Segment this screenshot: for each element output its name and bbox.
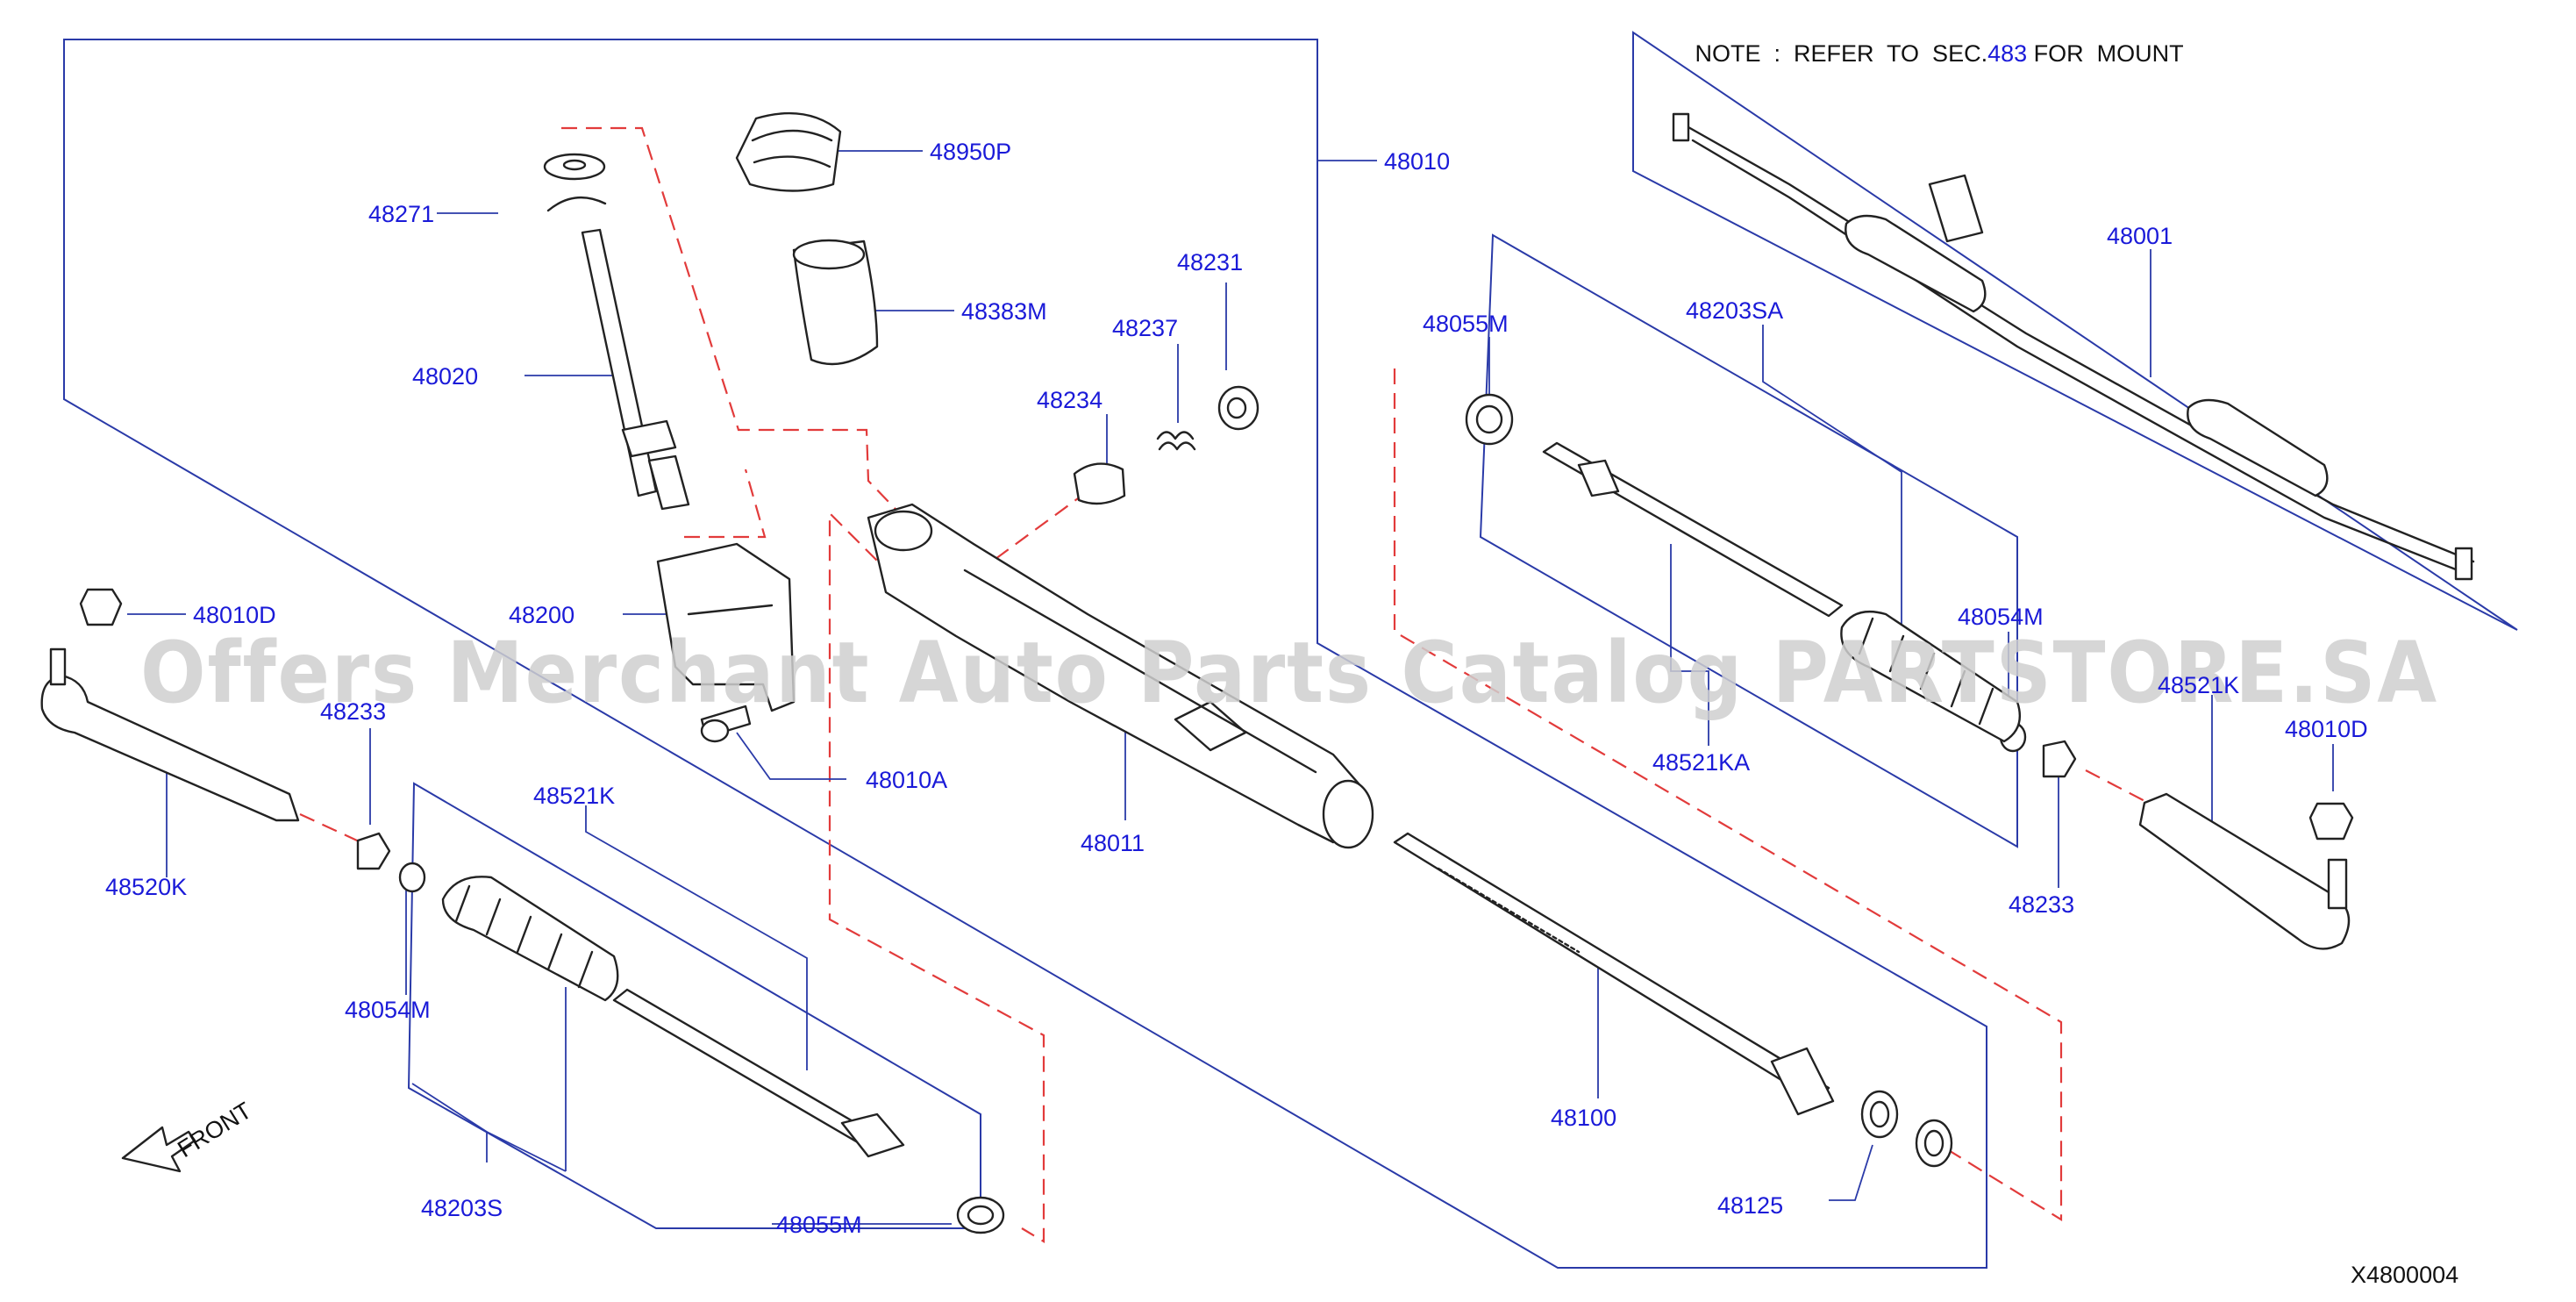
nut-48233-left (356, 832, 391, 870)
boot-48203SA (1840, 610, 2022, 743)
mount-note-section-link[interactable]: 483 (1987, 40, 2027, 67)
label-48521K-left[interactable]: 48521K (533, 783, 615, 809)
leader-48203SA (1762, 325, 1902, 632)
inner-tie-rod-right (1542, 441, 1844, 618)
label-48231[interactable]: 48231 (1177, 249, 1243, 275)
tie-rod-end-48520K (40, 647, 300, 822)
clamp-48054M-left (398, 862, 426, 893)
label-48125[interactable]: 48125 (1717, 1192, 1783, 1219)
label-48011[interactable]: 48011 (1081, 830, 1145, 856)
plug-48231 (1217, 385, 1259, 431)
label-48010D-left[interactable]: 48010D (193, 602, 276, 628)
label-48234[interactable]: 48234 (1037, 387, 1102, 413)
label-48203SA[interactable]: 48203SA (1686, 297, 1783, 324)
label-48383M[interactable]: 48383M (961, 298, 1047, 325)
leader-48521KA (1670, 544, 1709, 746)
tie-rod-end-right (2138, 792, 2351, 950)
label-48010[interactable]: 48010 (1384, 148, 1450, 175)
label-48233-right[interactable]: 48233 (2009, 891, 2074, 918)
label-48055M-left[interactable]: 48055M (776, 1212, 862, 1238)
drawing-id: X4800004 (2351, 1262, 2458, 1288)
main-assembly-frame (63, 39, 1987, 1269)
bracket-48200 (656, 542, 796, 712)
clamp-48055M-right (1465, 393, 1514, 446)
leader-48521K-l (585, 805, 808, 1070)
clamp-48055M-left (956, 1196, 1005, 1234)
label-48020[interactable]: 48020 (412, 363, 478, 390)
bushing-48125 (1860, 1090, 1953, 1168)
retainer-48234 (1073, 462, 1126, 505)
dashed-line-right (1393, 368, 2063, 1221)
label-48010A[interactable]: 48010A (866, 767, 947, 793)
pinion-shaft-48020 (581, 228, 690, 511)
seal-48383M (792, 239, 879, 366)
mount-note-prefix: NOTE : REFER TO SEC. (1695, 40, 1988, 67)
leader-48010A (736, 732, 846, 780)
label-48001[interactable]: 48001 (2107, 223, 2173, 249)
label-48054M-left[interactable]: 48054M (345, 997, 431, 1023)
label-48203S[interactable]: 48203S (421, 1195, 503, 1221)
housing-48011 (867, 503, 1374, 849)
label-48055M-right[interactable]: 48055M (1423, 311, 1509, 337)
label-48010D-right[interactable]: 48010D (2285, 716, 2368, 742)
nut-48233-right (2042, 740, 2077, 778)
label-48200[interactable]: 48200 (509, 602, 574, 628)
steering-gear-48001 (1672, 112, 2475, 581)
front-arrow-icon (121, 1126, 196, 1173)
nut-48010D-left (79, 588, 123, 626)
spring-48237 (1156, 431, 1196, 451)
mount-note-suffix: FOR MOUNT (2027, 40, 2183, 67)
complete-assembly-frame (1632, 31, 2518, 631)
label-48521KA[interactable]: 48521KA (1652, 749, 1750, 776)
label-48520K[interactable]: 48520K (105, 874, 187, 900)
label-48950P[interactable]: 48950P (930, 139, 1011, 165)
dashed-line-shaft-lower (684, 469, 767, 539)
dashed-line-tie-left (299, 813, 367, 846)
rack-48100 (1393, 832, 1835, 1116)
mount-note: NOTE : REFER TO SEC.483 FOR MOUNT (1662, 40, 2203, 67)
label-48054M-right[interactable]: 48054M (1958, 604, 2044, 630)
leader-48125 (1829, 1144, 1873, 1201)
dashed-line-tie-right (2085, 769, 2154, 806)
label-48271[interactable]: 48271 (368, 201, 434, 227)
boot-48203S (441, 876, 619, 1002)
bolt-48010A (700, 705, 752, 743)
leader-48203S-b (486, 1131, 567, 1172)
watermark: Offers Merchant Auto Parts Catalog PARTS… (140, 624, 2438, 722)
tie-rod-left-frame (407, 782, 981, 1229)
label-48100[interactable]: 48100 (1551, 1105, 1616, 1131)
front-label: FRONT (173, 1097, 256, 1162)
washer-48271 (543, 153, 607, 212)
inner-tie-rod-left (612, 988, 905, 1158)
label-48233-left[interactable]: 48233 (320, 698, 386, 725)
label-48237[interactable]: 48237 (1112, 315, 1178, 341)
nut-48010D-right (2308, 802, 2354, 841)
boot-48950P (735, 111, 842, 192)
label-48521K-right[interactable]: 48521K (2158, 672, 2239, 698)
